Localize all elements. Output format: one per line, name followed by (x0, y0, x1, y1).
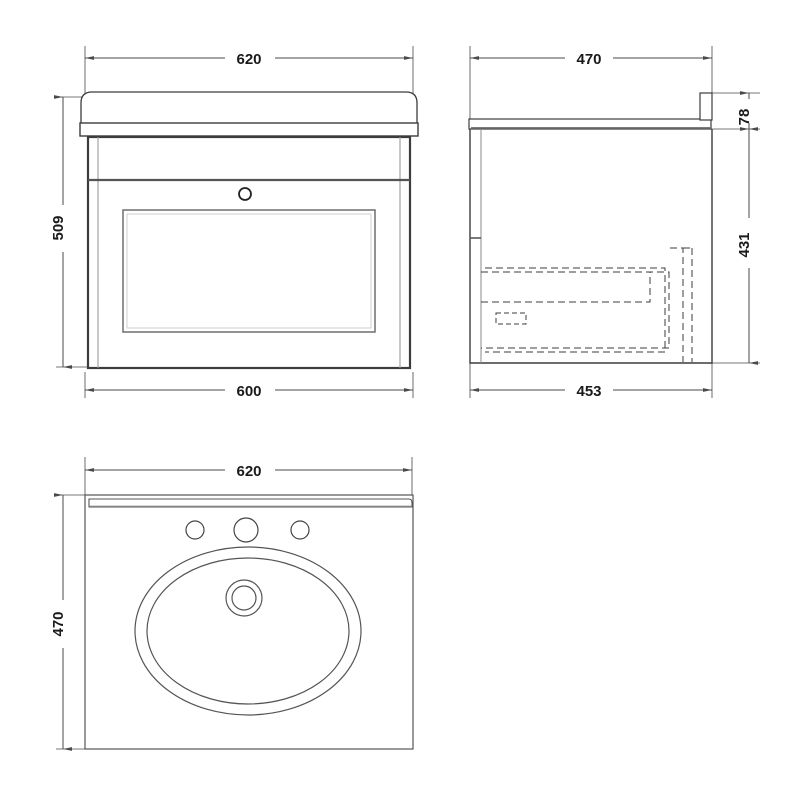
side-hidden-runner (670, 247, 693, 362)
front-door-recessed-panel (122, 209, 376, 333)
dim-label-plan-470: 470 (50, 611, 67, 636)
front-elevation-view: 620 600 509 (50, 46, 419, 400)
front-door-knob[interactable] (238, 187, 252, 201)
dim-side-470: 470 (470, 51, 712, 68)
side-rear-upstand (699, 92, 713, 121)
plan-tap-hole-right[interactable] (290, 520, 310, 540)
dim-label-plan-620: 620 (236, 463, 261, 480)
front-extension-lines (56, 46, 414, 398)
dim-label-side-470: 470 (576, 51, 601, 68)
front-door-panel-inner-bevel (126, 213, 372, 329)
front-basin-rim (79, 122, 419, 137)
plan-bowl-inner-oval (146, 557, 350, 705)
side-hidden-fixing-detail (495, 312, 527, 325)
dim-label-side-453: 453 (576, 383, 601, 400)
dim-label-side-78: 78 (736, 109, 753, 126)
dim-front-509: 509 (50, 95, 72, 369)
dim-front-620: 620 (85, 51, 413, 68)
dim-label-front-509: 509 (50, 215, 67, 240)
plan-view: 620 470 (50, 457, 414, 751)
dim-side-453: 453 (470, 383, 712, 400)
dim-side-431: 431 (736, 127, 758, 365)
plan-tap-hole-centre[interactable] (233, 517, 259, 543)
dim-label-side-431: 431 (736, 232, 753, 257)
dim-plan-470: 470 (50, 493, 72, 751)
plan-waste-inner-ring (231, 585, 257, 611)
dim-label-front-620: 620 (236, 51, 261, 68)
side-elevation-view: 470 453 78 431 (468, 46, 760, 400)
side-cabinet-outline (469, 129, 713, 364)
plan-back-ledge (88, 498, 413, 508)
side-basin-slab (468, 118, 712, 130)
dim-side-78: 78 (736, 91, 758, 131)
side-hidden-drawer-outline (481, 267, 670, 353)
dim-label-front-600: 600 (236, 383, 261, 400)
dim-plan-620: 620 (85, 463, 412, 480)
dim-front-600: 600 (85, 383, 413, 400)
plan-tap-hole-left[interactable] (185, 520, 205, 540)
